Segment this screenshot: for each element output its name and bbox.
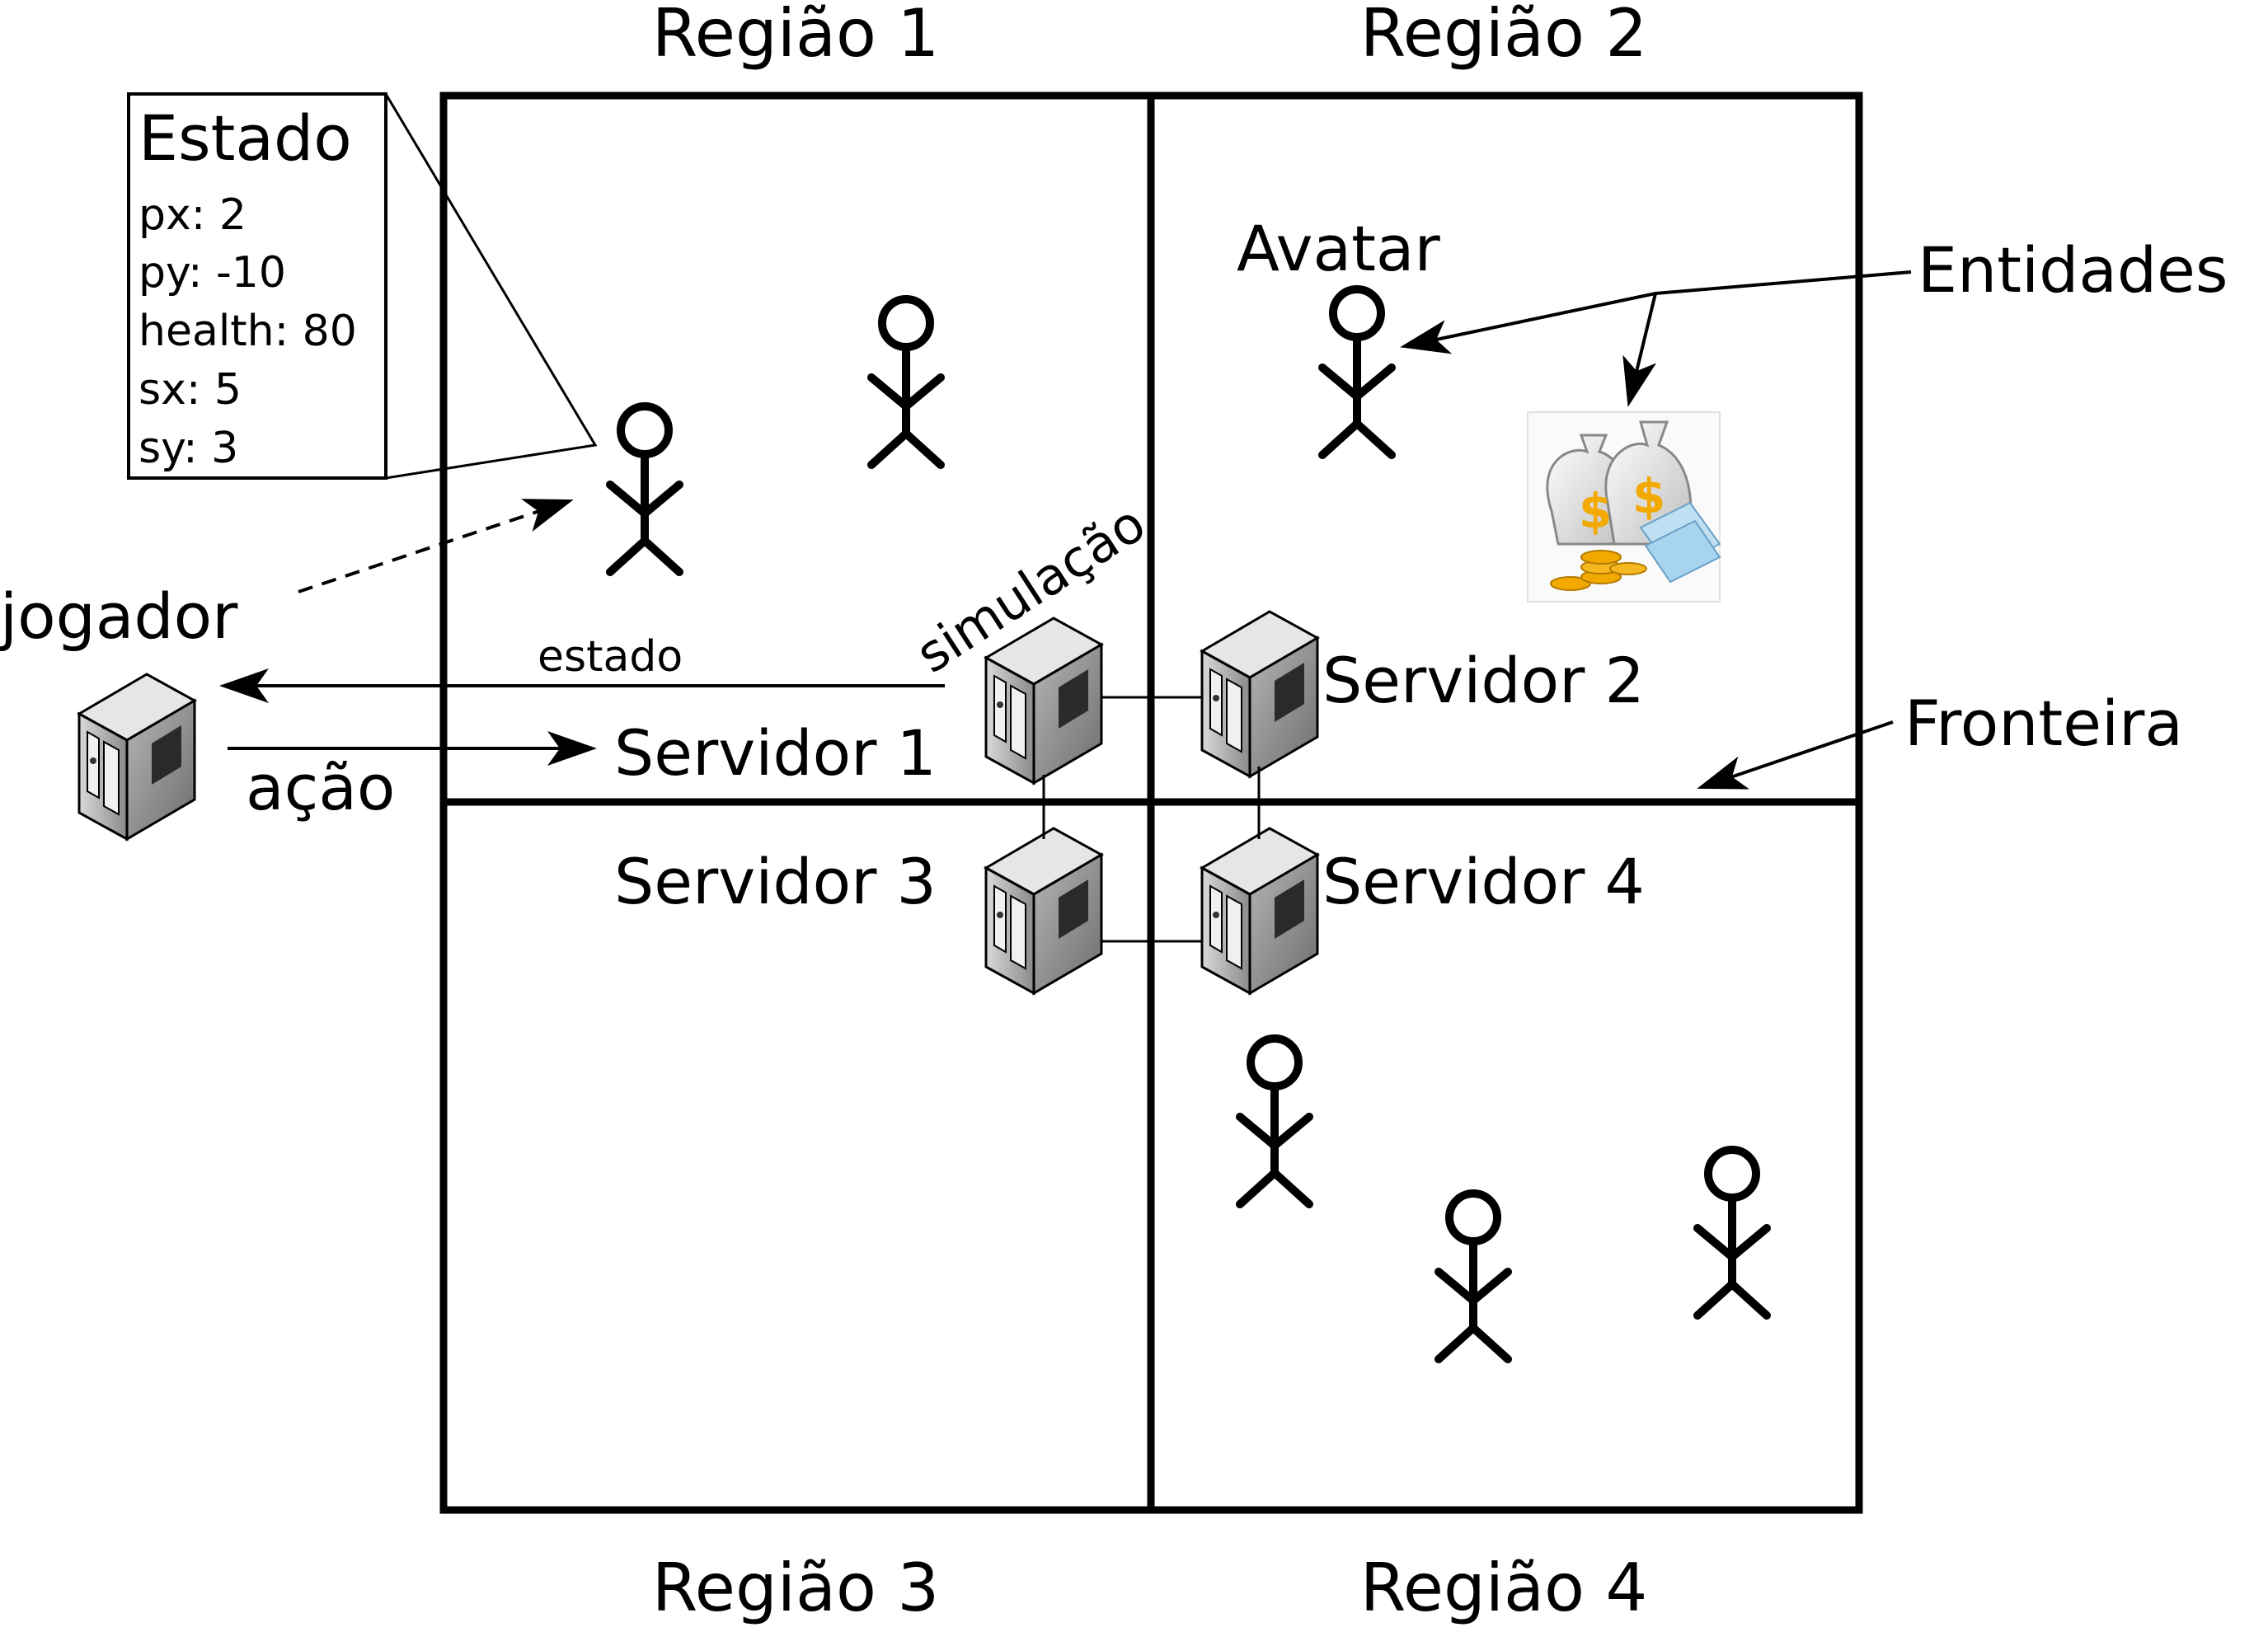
region-1-label: Região 1 [652,0,940,72]
region-2-label: Região 2 [1360,0,1648,72]
server-3-icon [984,827,1103,995]
state-field-px: px: 2 [139,190,247,240]
state-box-frame [127,92,387,480]
state-field-sx: sx: 5 [139,365,242,415]
state-box-pointer [384,93,598,480]
server-1-label: Servidor 1 [614,716,937,790]
player-computer-icon [77,673,196,841]
money-bags-icon: $ $ [1527,411,1721,603]
server-4-label: Servidor 4 [1322,845,1645,918]
region-3-label: Região 3 [652,1550,940,1626]
entidades-label: Entidades [1918,233,2228,307]
region-grid [439,91,1863,1514]
server-1-icon [984,617,1103,785]
fronteira-label: Fronteira [1904,687,2183,760]
svg-text:$: $ [1632,468,1665,524]
svg-text:$: $ [1579,483,1612,539]
region-4-label: Região 4 [1360,1550,1648,1626]
server-2-label: Servidor 2 [1322,644,1645,717]
entidades-arrow-money [1622,293,1657,407]
control-arrow [298,499,574,593]
server-links [1042,696,1261,943]
avatar-icon [871,299,941,465]
server-4-icon [1200,827,1319,995]
server-3-label: Servidor 3 [614,845,937,918]
state-field-health: health: 80 [139,307,357,356]
avatar-icon [1322,289,1392,455]
acao-label: ação [246,751,395,824]
avatar-icon [1240,1039,1309,1204]
state-box-title: Estado [139,101,352,175]
estado-label: estado [538,632,683,682]
avatar-label: Avatar [1237,212,1440,285]
jogador-label: jogador [0,579,238,653]
state-box: Estado px: 2 py: -10 health: 80 sx: 5 sy… [127,92,598,480]
fronteira-arrow [1697,720,1894,790]
server-2-icon [1200,610,1319,778]
avatar-icon [1697,1150,1767,1315]
state-field-sy: sy: 3 [139,424,238,473]
entidades-arrow-avatar [1400,270,1912,354]
player-avatar-icon [610,406,679,572]
avatar-icon [1439,1194,1508,1359]
state-field-py: py: -10 [139,248,286,298]
